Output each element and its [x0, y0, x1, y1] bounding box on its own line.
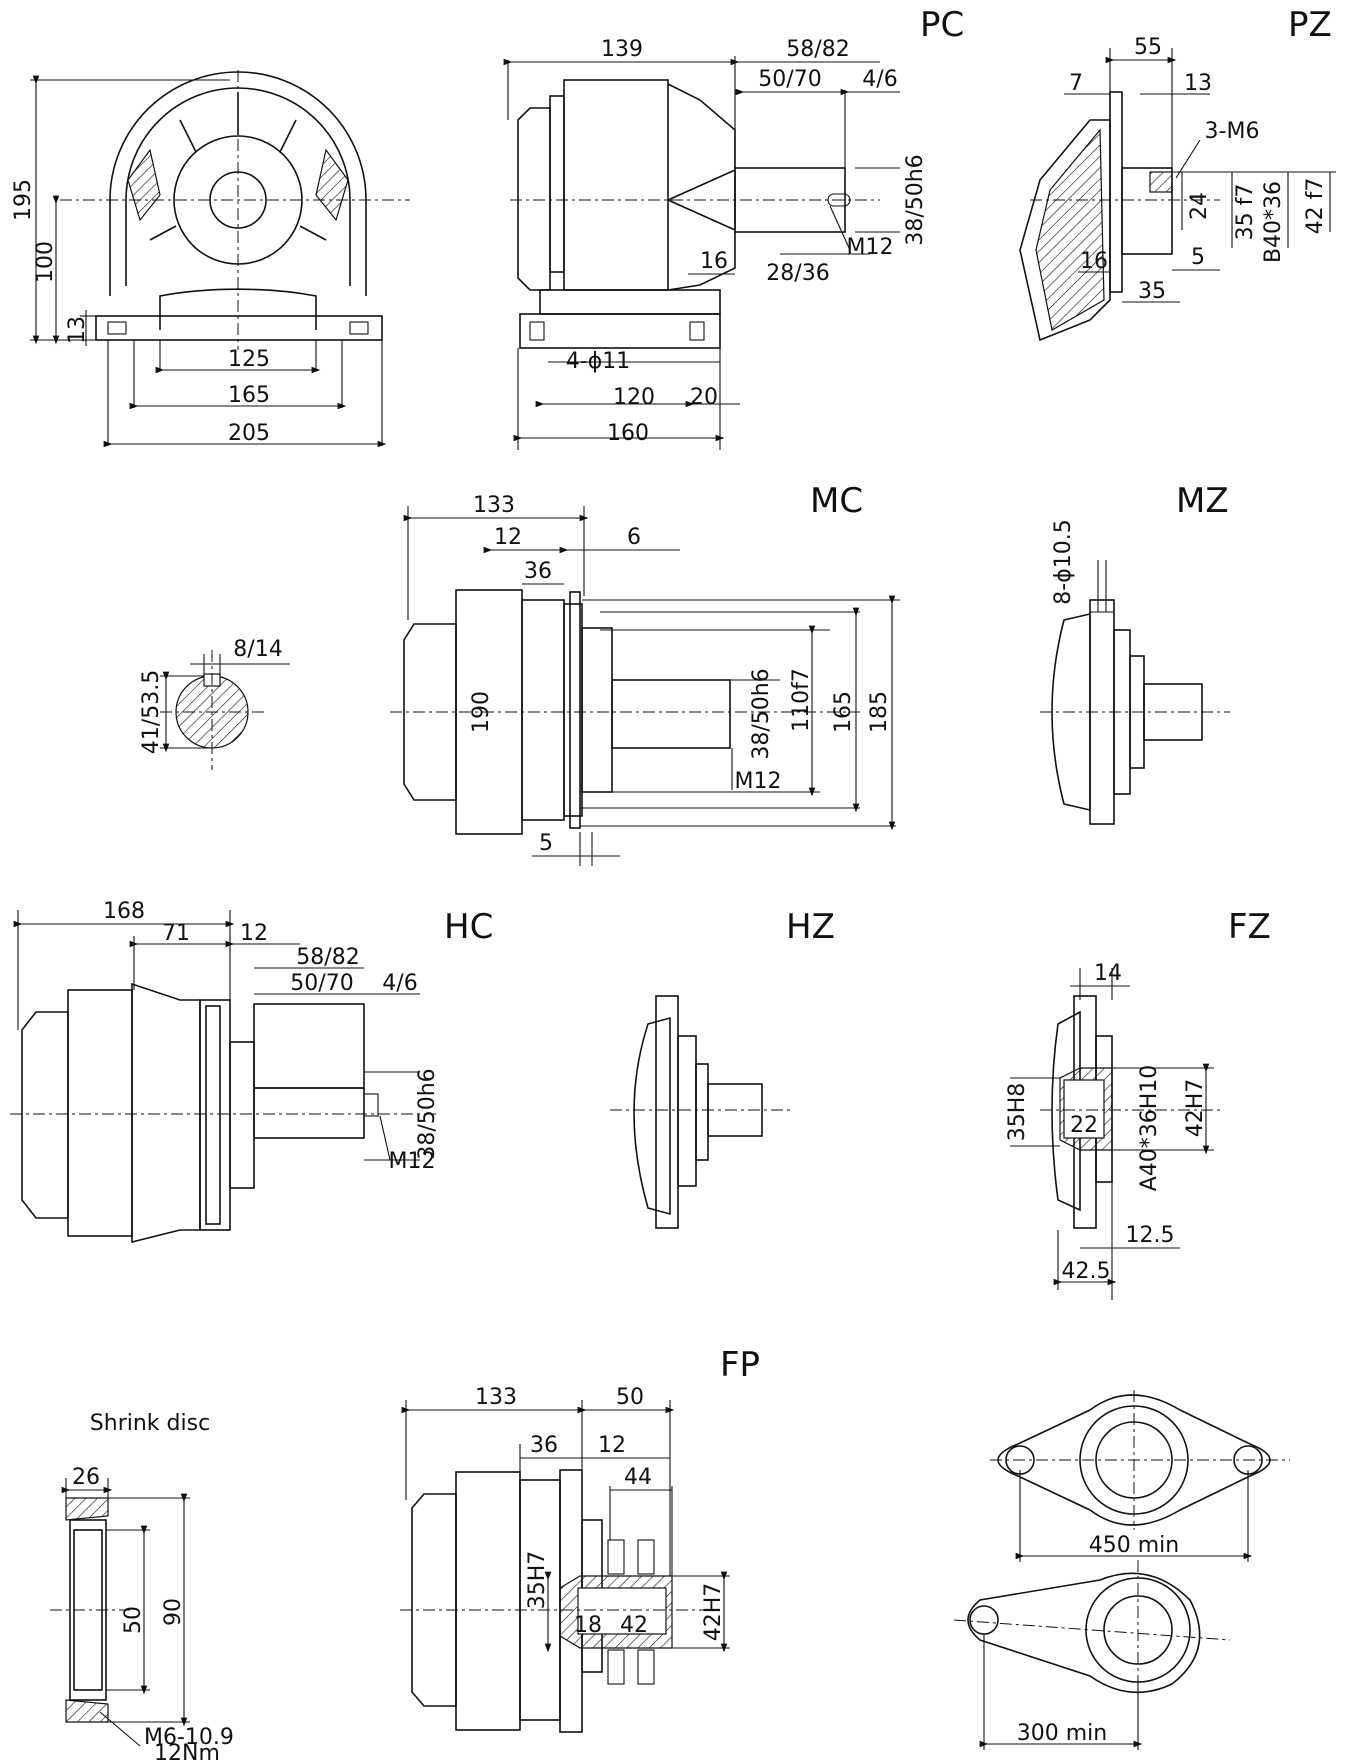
dim-mc-185: 185 [867, 691, 892, 733]
dim-pz-b40: B40*36 [1261, 181, 1286, 263]
view-fz: FZ 14 35H8 22 A40*36H10 42H7 12.5 42.5 [1005, 907, 1271, 1300]
front-view: 195 100 13 125 165 205 [11, 70, 410, 448]
dim-pc-160: 160 [607, 421, 649, 446]
dim-foot-thickness: 13 [65, 316, 90, 344]
dim-arm-450: 450 min [1089, 1533, 1179, 1558]
dim-fz-14: 14 [1094, 961, 1122, 986]
dim-mc-190: 190 [469, 691, 494, 733]
dim-hc-12: 12 [240, 921, 268, 946]
dim-foot-165: 165 [228, 383, 270, 408]
dim-pc-58-82: 58/82 [786, 37, 849, 62]
dim-fp-44: 44 [624, 1465, 652, 1490]
torque-arm-views: 450 min 300 min [953, 1390, 1290, 1750]
dim-foot-125: 125 [228, 347, 270, 372]
dim-pz-7: 7 [1069, 71, 1083, 96]
dim-sd-torque: 12Nm [154, 1741, 220, 1760]
view-pz: PZ 55 7 13 3-M6 24 35 f7 B40*36 42 f7 5 … [1019, 5, 1336, 342]
shrink-disc-caption: Shrink disc [90, 1411, 210, 1436]
dim-mc-133: 133 [473, 493, 515, 518]
dim-fp-36: 36 [530, 1433, 558, 1458]
title-pc: PC [920, 5, 964, 45]
dim-mc-12: 12 [494, 525, 522, 550]
dim-key-width: 8/14 [233, 637, 282, 662]
dim-axis-height: 100 [33, 241, 58, 283]
dim-pc-m12: M12 [847, 235, 894, 260]
dim-pz-35f7: 35 f7 [1233, 184, 1258, 241]
dim-pz-13: 13 [1184, 71, 1212, 96]
dim-pz-42f7: 42 f7 [1303, 178, 1328, 235]
title-hz: HZ [786, 907, 835, 947]
dim-fp-42h7: 42H7 [701, 1583, 726, 1642]
dim-hc-71: 71 [162, 921, 190, 946]
dim-hc-shaft-dia: 38/50h6 [415, 1068, 440, 1159]
title-fz: FZ [1228, 907, 1271, 947]
dim-pc-shaft-dia: 38/50h6 [903, 154, 928, 245]
title-mc: MC [810, 481, 863, 521]
view-fp: FP 133 50 36 12 44 35H7 18 42 42H7 [400, 1345, 760, 1733]
dim-fp-18: 18 [574, 1613, 602, 1638]
view-pc: PC 139 58/82 50/70 4/6 38/50h6 [503, 5, 964, 450]
dim-sd-50: 50 [121, 1606, 146, 1634]
title-mz: MZ [1176, 481, 1229, 521]
dim-pc-120: 120 [613, 385, 655, 410]
dim-pc-28-36: 28/36 [766, 261, 829, 286]
dim-sd-90: 90 [161, 1598, 186, 1626]
view-hz: HZ [610, 907, 835, 1229]
dim-mz-holes: 8-ϕ10.5 [1051, 519, 1076, 604]
dim-mc-110f7: 110f7 [789, 668, 814, 732]
dim-fp-12: 12 [598, 1433, 626, 1458]
dim-shaft-height: 41/53.5 [139, 670, 164, 754]
dim-mc-shaft-dia: 38/50h6 [749, 668, 774, 759]
dim-hc-m12: M12 [389, 1149, 436, 1174]
dim-hc-4-6: 4/6 [382, 971, 417, 996]
dim-fp-35h7: 35H7 [525, 1551, 550, 1610]
dim-hc-58-82: 58/82 [296, 945, 359, 970]
dim-pc-holes: 4-ϕ11 [566, 349, 630, 374]
dim-sd-26: 26 [72, 1465, 100, 1490]
dim-foot-205: 205 [228, 421, 270, 446]
dim-pc-50-70: 50/70 [758, 67, 821, 92]
dim-fp-50: 50 [616, 1385, 644, 1410]
dim-pc-4-6: 4/6 [862, 67, 897, 92]
dim-fz-22: 22 [1070, 1113, 1098, 1138]
dim-sd-bolt: M6-10.9 [144, 1725, 234, 1750]
dim-pz-5: 5 [1191, 245, 1205, 270]
dim-fp-133: 133 [475, 1385, 517, 1410]
dim-fz-12-5: 12.5 [1126, 1223, 1175, 1248]
dim-pc-139: 139 [601, 37, 643, 62]
dim-fz-42-5: 42.5 [1062, 1259, 1111, 1284]
view-hc: HC 168 71 12 58/82 50/70 4/6 38/50h6 M12 [10, 899, 493, 1244]
dim-mc-m12: M12 [735, 769, 782, 794]
title-pz: PZ [1288, 5, 1332, 45]
dim-height-total: 195 [11, 179, 36, 221]
shrink-disc-view: Shrink disc 26 50 90 M6-10.9 12Nm [50, 1411, 234, 1760]
dim-fz-a40: A40*36H10 [1137, 1065, 1162, 1192]
dim-fp-42: 42 [620, 1613, 648, 1638]
dim-pc-16: 16 [700, 249, 728, 274]
dim-pz-55: 55 [1134, 35, 1162, 60]
dim-mc-36: 36 [524, 559, 552, 584]
view-mc: MC 133 12 6 36 190 38/50h6 110f7 165 [390, 481, 900, 866]
shaft-section: 8/14 41/53.5 [139, 637, 290, 770]
dim-mc-5: 5 [539, 831, 553, 856]
dim-fz-35h8: 35H8 [1005, 1083, 1030, 1142]
dim-hc-50-70: 50/70 [290, 971, 353, 996]
dim-pc-20: 20 [690, 385, 718, 410]
dim-mc-165: 165 [831, 691, 856, 733]
view-mz: MZ 8-ϕ10.5 [1040, 481, 1230, 825]
dim-pz-24: 24 [1187, 192, 1212, 220]
dim-hc-168: 168 [103, 899, 145, 924]
title-fp: FP [720, 1345, 760, 1385]
title-hc: HC [444, 907, 493, 947]
dim-pz-35: 35 [1138, 279, 1166, 304]
dim-mc-6: 6 [627, 525, 641, 550]
dim-arm-300: 300 min [1017, 1721, 1107, 1746]
dim-pz-3m6: 3-M6 [1205, 119, 1260, 144]
dim-pz-16: 16 [1080, 249, 1108, 274]
dim-fz-42h7: 42H7 [1183, 1079, 1208, 1138]
